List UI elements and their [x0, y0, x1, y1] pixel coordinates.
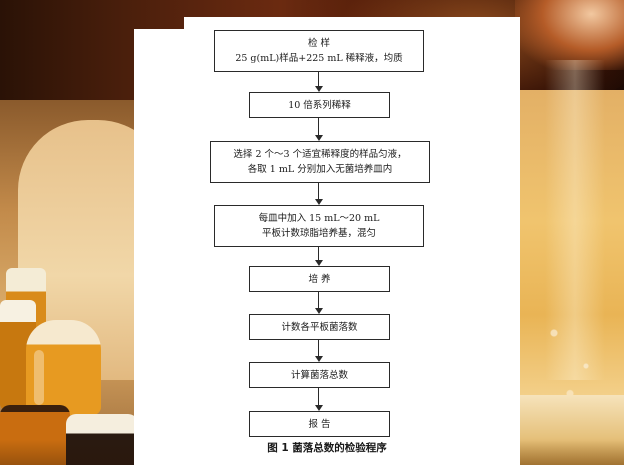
flow-arrow — [314, 388, 324, 411]
arrow-shaft — [318, 388, 319, 406]
background-right-foam — [519, 395, 624, 465]
step-text: 10 倍系列稀释 — [288, 99, 351, 111]
arrow-head-icon — [315, 308, 323, 314]
beer-mug-highlight — [34, 350, 44, 405]
step-select-dilutions: 选择 2 个～3 个适宜稀释度的样品匀液， 各取 1 mL 分别加入无菌培养皿内 — [210, 141, 430, 183]
flow-arrow — [314, 72, 324, 92]
arrow-head-icon — [315, 86, 323, 92]
step-serial-dilution: 10 倍系列稀释 — [249, 92, 390, 118]
step-text: 计算菌落总数 — [290, 369, 348, 381]
arrow-head-icon — [315, 405, 323, 411]
document-sheet-top — [184, 17, 520, 31]
step-report: 报 告 — [249, 411, 390, 437]
stout-glass-image — [66, 414, 138, 465]
step-text: 每皿中加入 15 mL～20 mL — [258, 213, 380, 224]
flow-arrow — [314, 183, 324, 205]
flow-arrow — [314, 292, 324, 314]
arrow-shaft — [318, 340, 319, 357]
step-add-agar: 每皿中加入 15 mL～20 mL 平板计数琼脂培养基，混匀 — [214, 205, 424, 247]
arrow-shaft — [318, 118, 319, 136]
arrow-shaft — [318, 183, 319, 200]
step-calculate-total: 计算菌落总数 — [249, 362, 390, 388]
background-light-flare — [515, 0, 624, 70]
arrow-head-icon — [315, 356, 323, 362]
flow-arrow — [314, 340, 324, 362]
flow-arrow — [314, 118, 324, 141]
step-count-plates: 计数各平板菌落数 — [249, 314, 390, 340]
step-text: 报 告 — [308, 418, 331, 430]
step-incubate: 培 养 — [249, 266, 390, 292]
figure-caption: 图 1 菌落总数的检验程序 — [267, 442, 387, 454]
beer-glass-image — [0, 405, 70, 465]
arrow-shaft — [318, 72, 319, 87]
step-text: 培 养 — [308, 273, 331, 285]
step-sample: 检 样 25 g(mL)样品+225 mL 稀释液，均质 — [214, 30, 424, 72]
arrow-shaft — [318, 247, 319, 261]
beer-mug-image — [26, 320, 101, 415]
arrow-head-icon — [315, 199, 323, 205]
step-text: 各取 1 mL 分别加入无菌培养皿内 — [247, 164, 393, 175]
step-text: 平板计数琼脂培养基，混匀 — [261, 228, 376, 239]
background-beer-bubbles — [530, 300, 610, 410]
step-text: 选择 2 个～3 个适宜稀释度的样品匀液， — [233, 149, 407, 160]
flow-arrow — [314, 247, 324, 266]
arrow-head-icon — [315, 260, 323, 266]
arrow-shaft — [318, 292, 319, 309]
arrow-head-icon — [315, 135, 323, 141]
step-text: 计数各平板菌落数 — [281, 321, 358, 333]
step-text: 25 g(mL)样品+225 mL 稀释液，均质 — [235, 53, 403, 64]
step-text: 检 样 — [307, 38, 331, 49]
